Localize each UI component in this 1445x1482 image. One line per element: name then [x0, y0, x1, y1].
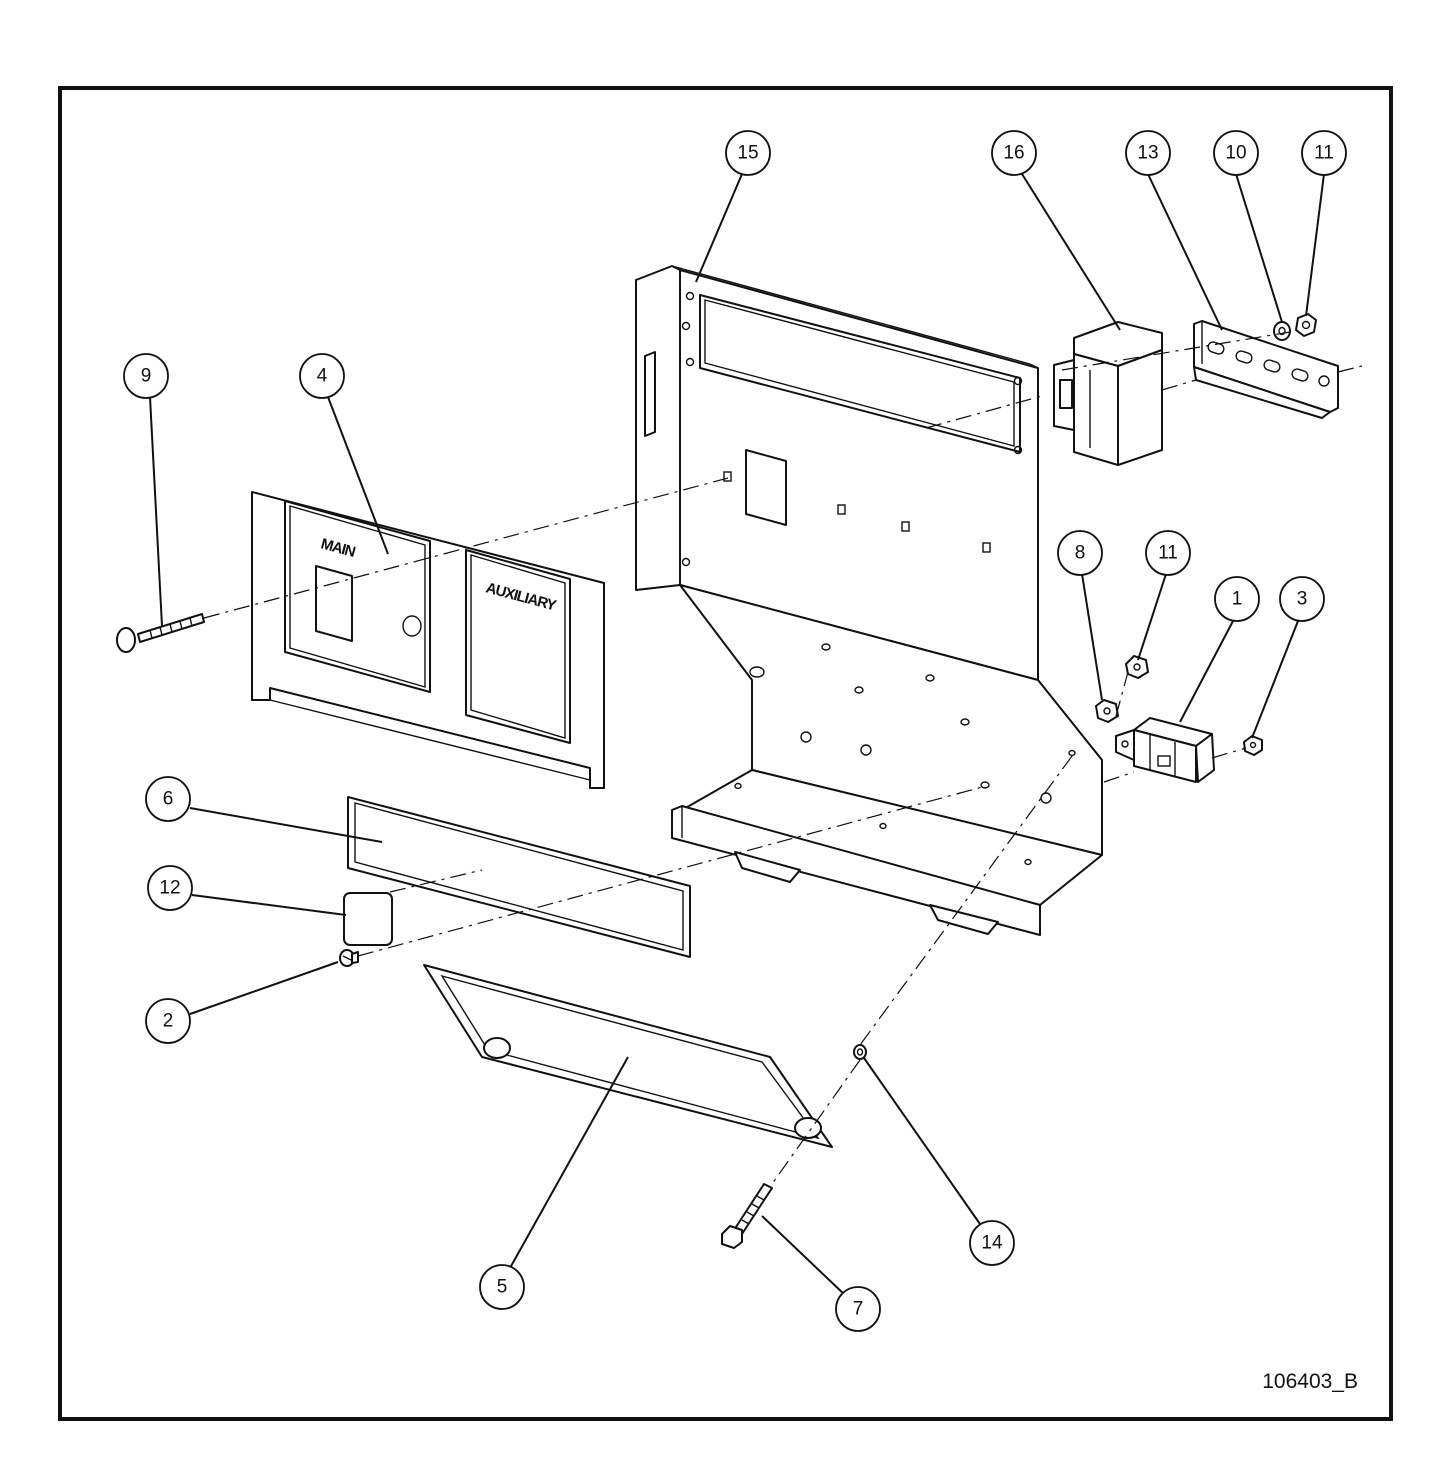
callout-4: 4 [299, 353, 345, 399]
drawing-frame [58, 86, 1393, 1421]
callout-5: 5 [479, 1264, 525, 1310]
callout-6: 6 [145, 776, 191, 822]
callout-3: 3 [1279, 576, 1325, 622]
callout-9: 9 [123, 353, 169, 399]
part-1-switch-connector [1115, 717, 1215, 783]
part-15-mounting-bracket [635, 265, 1103, 936]
drawing-number: 106403_B [1262, 1370, 1358, 1393]
callout-11-middle: 11 [1145, 530, 1191, 576]
part-11-nut-middle [1125, 655, 1149, 679]
callout-14-text: 14 [981, 1233, 1003, 1254]
leader-lines [149, 173, 1325, 1297]
callout-16: 16 [991, 130, 1037, 176]
callout-7-text: 7 [853, 1299, 864, 1320]
callout-2: 2 [145, 998, 191, 1044]
callout-13-text: 13 [1137, 143, 1158, 164]
callout-6-text: 6 [163, 789, 174, 810]
callout-3-text: 3 [1297, 589, 1308, 610]
callout-15: 15 [725, 130, 771, 176]
part-4-front-label-plate: MAIN AUXILIARY [251, 491, 605, 789]
callout-11-middle-text: 11 [1158, 543, 1178, 564]
callout-11-top-text: 11 [1314, 143, 1334, 164]
callout-16-text: 16 [1003, 143, 1024, 164]
part-10-washer [1273, 321, 1291, 341]
callout-11-top: 11 [1301, 130, 1347, 176]
callout-9-text: 9 [141, 366, 152, 387]
callout-2-text: 2 [163, 1011, 174, 1032]
callout-13: 13 [1125, 130, 1171, 176]
callout-5-text: 5 [497, 1277, 508, 1298]
part-12-cover-cap [343, 892, 393, 946]
assembly-centerlines [203, 331, 1363, 1185]
callout-8: 8 [1057, 530, 1103, 576]
callout-10: 10 [1213, 130, 1259, 176]
callout-12: 12 [147, 865, 193, 911]
callout-12-text: 12 [159, 878, 180, 899]
part-6-bezel [347, 796, 691, 958]
part-7-hex-bolt [721, 1183, 773, 1249]
callout-1: 1 [1214, 576, 1260, 622]
part-5-bottom-cover-plate [423, 964, 833, 1148]
part-11-nut-top [1295, 313, 1317, 337]
part-13-din-rail [1193, 320, 1339, 419]
callout-7: 7 [835, 1286, 881, 1332]
callout-14: 14 [969, 1220, 1015, 1266]
part-2-small-screw [339, 949, 359, 967]
part-14-washer [853, 1044, 867, 1060]
part-3-nut [1243, 735, 1263, 756]
part-9-long-bolt [116, 613, 205, 653]
callout-1-text: 1 [1232, 589, 1243, 610]
callout-15-text: 15 [737, 143, 758, 164]
part-16-circuit-breaker [1053, 321, 1163, 466]
callout-4-text: 4 [317, 366, 328, 387]
callout-10-text: 10 [1225, 143, 1246, 164]
part-8-nut [1095, 699, 1119, 723]
callout-8-text: 8 [1075, 543, 1086, 564]
